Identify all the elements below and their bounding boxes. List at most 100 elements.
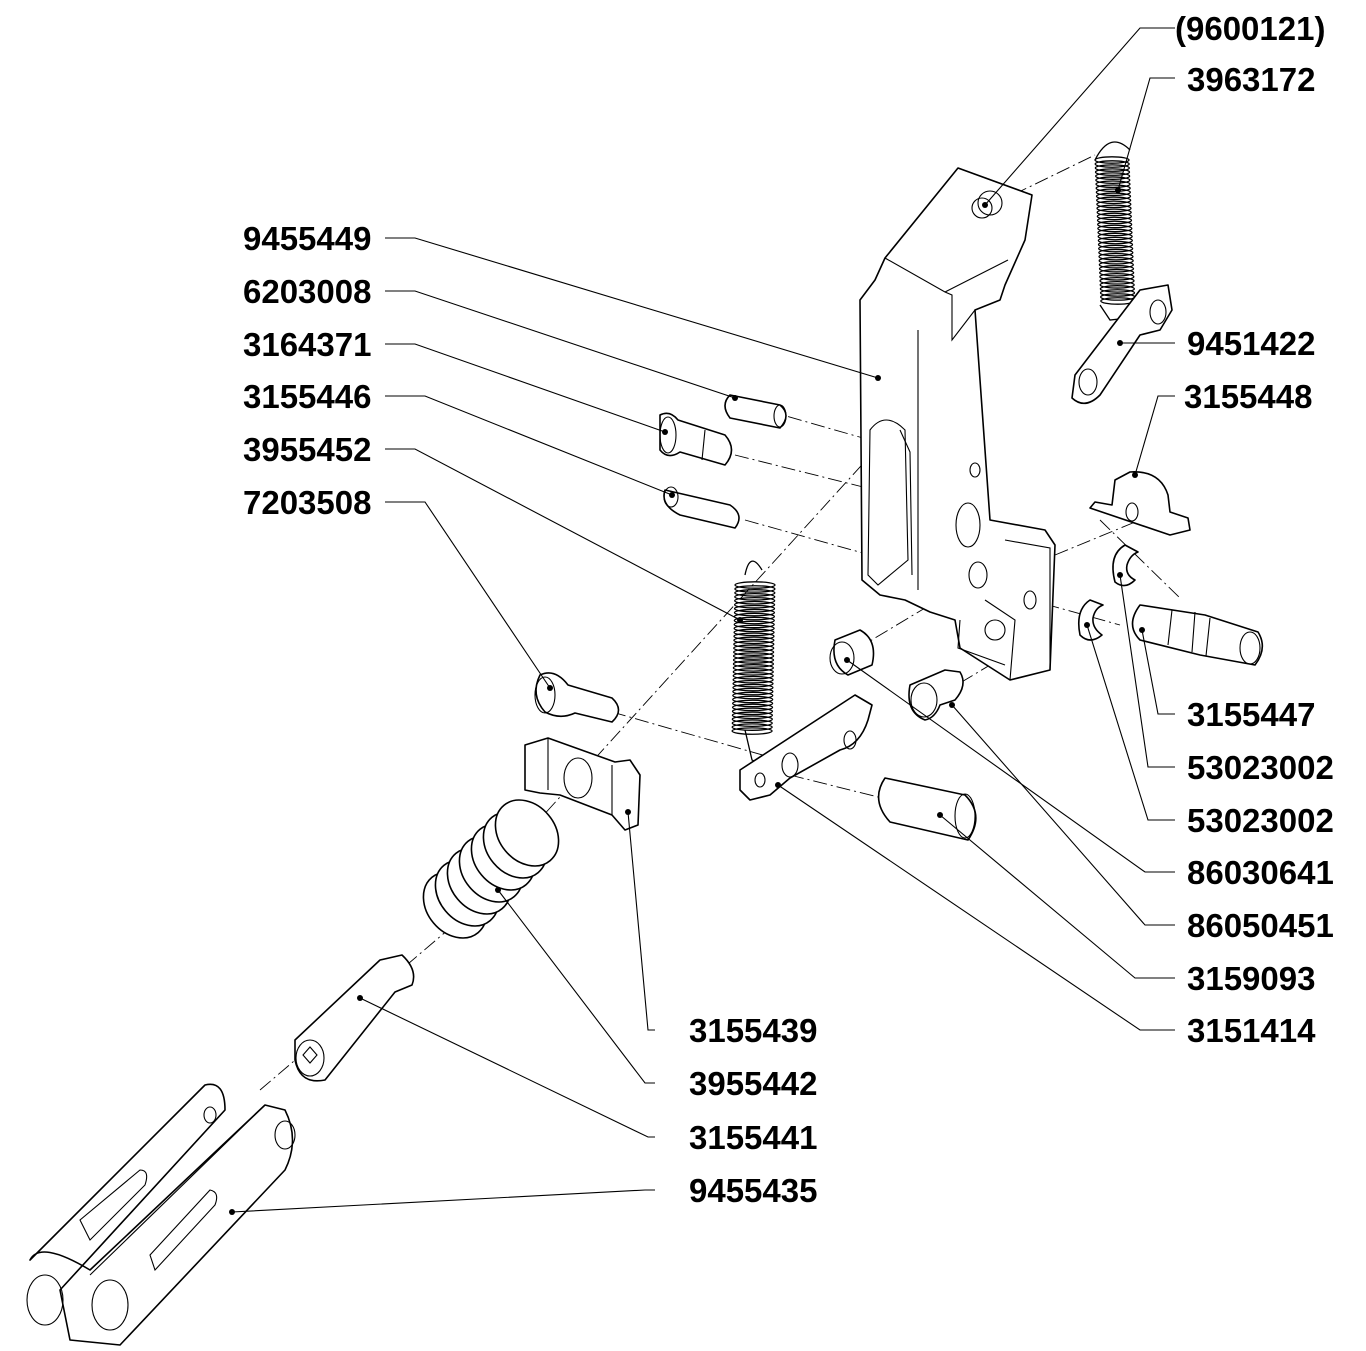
spring-coil [1097,224,1133,233]
part-number-labels: (9600121) 3963172 9455449 6203008 316437… [243,10,1334,1209]
extension-spring-top [1094,141,1136,321]
spring-coil [733,636,775,645]
label-3963172: 3963172 [1187,61,1315,98]
spring-coil [732,691,774,700]
compression-spring [422,799,560,939]
spring-coil [1096,212,1132,221]
label-9455435: 9455435 [689,1172,817,1209]
pin-3155446 [663,486,740,529]
label-86030641: 86030641 [1187,854,1334,891]
spring-coil [731,703,774,712]
spring-coil [1096,216,1133,225]
spring-coil [733,628,775,637]
spring-coil [1097,232,1133,241]
spring-coil [1095,188,1131,197]
spring-coil [733,620,775,629]
spring-coil [1099,268,1135,277]
stepped-shaft [1131,604,1264,666]
label-3164371: 3164371 [243,326,371,363]
spring-coil [1095,180,1131,189]
spring-coil [733,624,775,633]
socket-screw-flanged [908,669,964,721]
spring-coil [1097,220,1133,229]
label-3159093: 3159093 [1187,960,1315,997]
spring-coil [732,671,774,680]
slide-block-3155439 [524,737,641,831]
label-3155448: 3155448 [1184,378,1312,415]
pin-3155441 [294,954,415,1082]
spring-coil [1096,196,1132,205]
spring-coil [733,604,776,613]
spring-coil [1098,264,1135,273]
extension-spring-center [731,560,776,771]
spring-coil [1095,176,1131,184]
label-9455449: 9455449 [243,220,371,257]
spring-coil [1097,240,1134,249]
spring-coil [733,644,775,653]
spring-coil [732,683,774,692]
spring-coil [732,695,774,704]
spring-coil [1098,260,1134,269]
compression-spring-coil [494,799,560,867]
spring-coil [731,699,774,708]
spring-coil [1094,164,1130,172]
leader-dots [229,187,1145,1215]
spring-coil [1098,248,1134,257]
spring-coil [732,652,775,660]
spring-coil [1094,160,1130,168]
spring-coil [732,679,774,688]
label-3155446: 3155446 [243,378,371,415]
spring-coil [1094,156,1130,164]
spring-coil [1099,276,1135,285]
spring-coil [732,664,774,672]
spring-coil [732,656,775,664]
label-3151414: 3151414 [1187,1012,1316,1049]
spring-coil [732,660,775,668]
spring-coil [731,715,773,724]
label-7203508: 7203508 [243,484,371,521]
pin-6203008 [724,394,787,429]
spring-coil [1099,285,1135,293]
spring-coil [1098,256,1134,265]
spring-coil [731,719,773,728]
spring-coil [733,600,776,609]
label-53023002-a: 53023002 [1187,749,1334,786]
spring-coil [734,592,776,601]
spring-coil [734,581,776,589]
spring-coil [1099,289,1136,297]
spring-coil [733,640,775,649]
spring-coil [1096,200,1132,209]
sleeve-3159093 [877,777,977,841]
spring-coil [1096,204,1132,213]
spring-coil [732,675,774,684]
spring-coil [733,616,775,625]
label-3155441: 3155441 [689,1119,817,1156]
spring-coil [1098,244,1134,253]
spring-coil [1097,228,1133,237]
lever-3151414 [739,694,873,801]
fork-link-9455435 [26,1083,296,1346]
spring-coil [733,648,775,656]
spring-coil [731,723,773,731]
spring-coil [731,707,774,716]
spring-coil [733,608,776,617]
small-mount-bracket [1089,471,1191,536]
label-3155439: 3155439 [689,1012,817,1049]
spring-coil [1097,236,1133,245]
label-9600121: (9600121) [1175,10,1325,47]
spring-coil [1094,168,1131,176]
spring-coil [1095,172,1131,180]
spring-coil [732,687,774,696]
spring-coil [734,596,776,605]
spring-coil [734,589,776,597]
main-bracket-part [859,167,1056,681]
spring-coil [732,667,774,676]
spring-coil [1095,192,1132,201]
label-9451422: 9451422 [1187,325,1315,362]
pin-7203508 [534,672,620,723]
spring-coil [1099,272,1135,281]
leader-lines [231,27,1175,1213]
label-3955452: 3955452 [243,431,371,468]
label-86050451: 86050451 [1187,907,1334,944]
